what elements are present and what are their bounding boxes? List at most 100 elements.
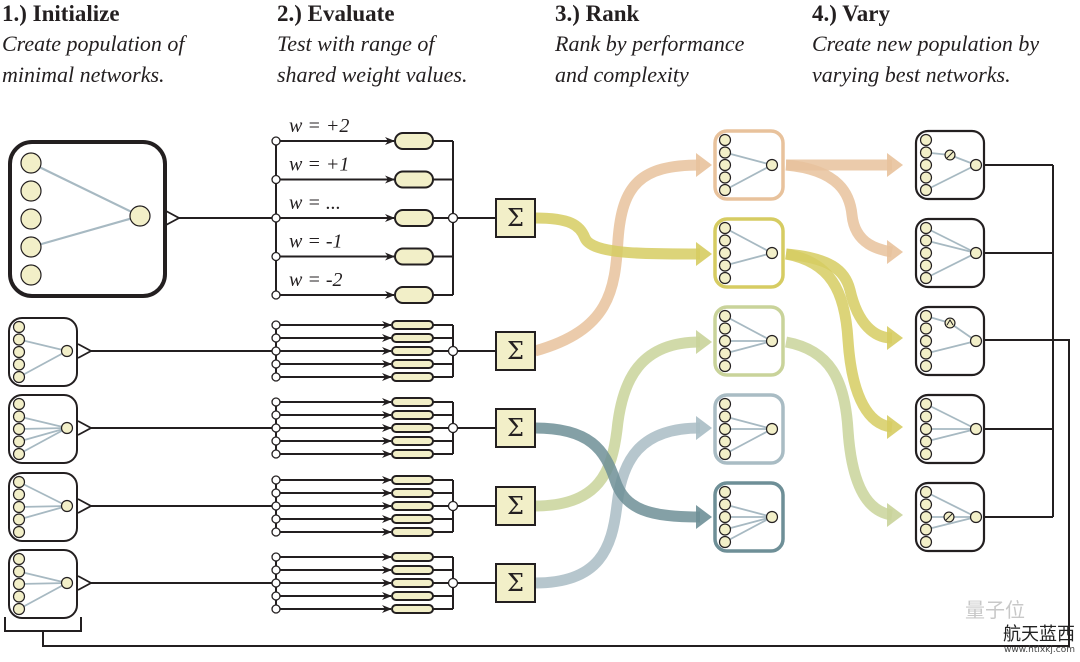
input-node: [718, 485, 732, 499]
sum-box: [495, 331, 536, 371]
connection: [925, 164, 977, 191]
input-node: [718, 447, 732, 461]
output-node: [969, 246, 983, 260]
output-node: [60, 576, 74, 590]
input-node: [12, 488, 26, 501]
network-frame: [8, 140, 167, 298]
connection: [724, 428, 773, 455]
split-node: [271, 565, 281, 575]
weight-label: w = +2: [289, 115, 349, 137]
connection: [724, 516, 773, 531]
network-instance: [394, 209, 434, 227]
sum-box: [495, 563, 536, 603]
connection: [724, 164, 773, 191]
split-node: [271, 423, 281, 433]
flow-arrowhead-icon: [887, 326, 903, 350]
input-node: [12, 370, 26, 384]
network: [914, 305, 986, 377]
network: [914, 217, 986, 289]
network: [8, 472, 78, 542]
network-instance: [391, 514, 434, 524]
input-node: [12, 447, 26, 461]
input-node: [12, 500, 26, 514]
output-node: [60, 344, 74, 358]
network: [8, 317, 78, 387]
input-node: [12, 565, 26, 578]
connection: [18, 582, 68, 610]
network: [8, 394, 78, 464]
connection: [18, 582, 68, 585]
input-node: [718, 183, 732, 197]
input-node: [718, 234, 732, 247]
step-rank: 3.) Rank Rank by performance and complex…: [555, 0, 744, 90]
step-desc-line: and complexity: [555, 62, 689, 87]
split-node: [271, 514, 281, 524]
merge-node: [447, 422, 459, 434]
network-instance: [391, 501, 434, 511]
input-node: [12, 397, 26, 411]
connection: [724, 516, 773, 543]
sum-icon: Σ: [507, 492, 524, 520]
output-arrow-icon: [77, 343, 93, 359]
network: [914, 129, 986, 201]
connection: [18, 481, 68, 507]
connection: [925, 516, 977, 531]
network: [713, 217, 785, 289]
split-node: [271, 372, 281, 382]
network-instance: [391, 552, 434, 562]
rank-flows: [533, 153, 903, 589]
input-node: [20, 264, 42, 286]
input-node: [919, 523, 933, 536]
input-node: [12, 602, 26, 616]
input-node: [919, 271, 933, 285]
split-node: [271, 346, 281, 356]
connection: [925, 340, 977, 355]
step-title: 3.) Rank: [555, 1, 640, 26]
merge-node: [447, 500, 459, 512]
network: [914, 481, 986, 553]
input-node: [718, 221, 732, 235]
input-node: [12, 552, 26, 566]
sum-box: [495, 198, 536, 238]
split-node: [271, 174, 281, 185]
input-node: [20, 152, 42, 174]
input-node: [718, 410, 732, 423]
split-node: [271, 359, 281, 369]
split-node: [271, 436, 281, 446]
split-node: [271, 290, 281, 300]
connection: [724, 315, 773, 342]
input-node: [12, 577, 26, 591]
split-node: [271, 604, 281, 614]
flow-arrowhead-icon: [887, 153, 903, 177]
evaluation-block: Σ: [271, 552, 536, 614]
input-node: [718, 422, 732, 436]
network: [713, 305, 785, 377]
activation-linear-icon: [946, 151, 954, 159]
input-node: [919, 410, 933, 423]
split-node: [271, 136, 281, 146]
input-node: [919, 485, 933, 499]
population-bracket: [4, 617, 82, 632]
networks: [8, 129, 986, 619]
input-node: [718, 510, 732, 524]
step-desc-line: Create population of: [2, 31, 185, 56]
output-node: [765, 334, 779, 348]
hidden-node: [944, 317, 956, 329]
output-node: [765, 510, 779, 524]
step-desc-line: minimal networks.: [2, 62, 165, 87]
network-instance: [391, 436, 434, 446]
input-node: [718, 259, 732, 272]
split-node: [271, 213, 281, 223]
input-node: [919, 397, 933, 411]
split-node: [271, 578, 281, 588]
connection: [18, 338, 68, 352]
network: [8, 140, 167, 298]
input-node: [12, 345, 26, 359]
weight-label: w = -1: [289, 231, 343, 253]
split-node: [271, 320, 281, 330]
split-node: [271, 410, 281, 420]
split-node: [271, 251, 281, 262]
step-title: 1.) Initialize: [2, 1, 120, 26]
network-instance: [391, 475, 434, 485]
output-node: [969, 422, 983, 436]
